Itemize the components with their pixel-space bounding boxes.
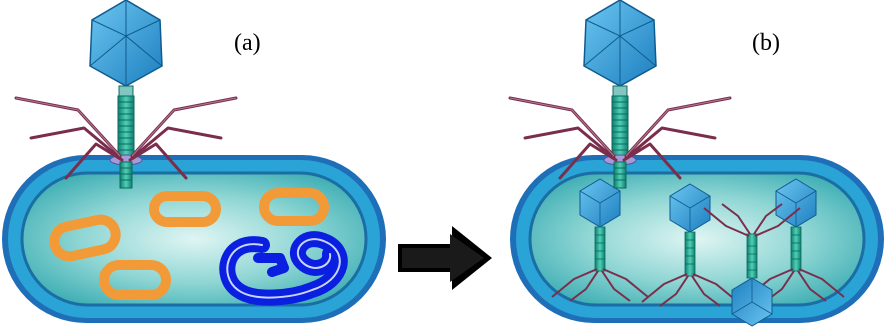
- panel-b-label: (b): [752, 30, 780, 56]
- panel-b: (b): [510, 0, 884, 326]
- bacterial-cell-icon: [510, 155, 884, 323]
- right-arrow-icon: [398, 226, 492, 290]
- panel-a-label: (a): [234, 30, 261, 56]
- panel-a: (a): [2, 0, 386, 323]
